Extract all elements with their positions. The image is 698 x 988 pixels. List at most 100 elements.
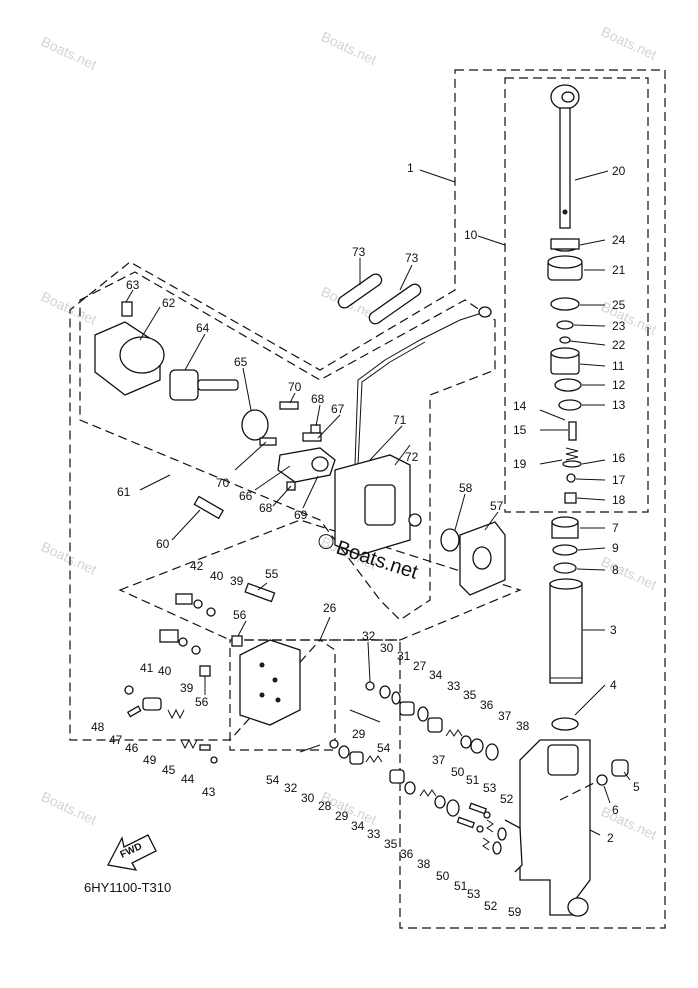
callout: 53 bbox=[483, 781, 497, 795]
callout: 32 bbox=[362, 629, 376, 643]
part-52 bbox=[492, 841, 502, 855]
part-68 bbox=[310, 424, 321, 434]
part-53 bbox=[482, 837, 490, 851]
part-24-body bbox=[550, 238, 580, 250]
callout: 21 bbox=[612, 263, 626, 277]
callout: 50 bbox=[451, 765, 465, 779]
part-46 bbox=[142, 697, 162, 711]
part-27 bbox=[399, 701, 415, 716]
callout: 37 bbox=[498, 709, 512, 723]
callout: 19 bbox=[513, 457, 527, 471]
part-11-top bbox=[550, 347, 580, 359]
part-16 bbox=[565, 447, 579, 461]
callout: 53 bbox=[467, 887, 481, 901]
part-13 bbox=[558, 399, 582, 411]
callout: 52 bbox=[500, 792, 514, 806]
callout: 59 bbox=[508, 905, 522, 919]
callout: 30 bbox=[301, 791, 315, 805]
part-40 bbox=[178, 637, 188, 647]
motor-flange bbox=[119, 336, 165, 374]
cylinder-tube bbox=[549, 582, 583, 684]
part-32 bbox=[365, 681, 375, 691]
callout: 33 bbox=[447, 679, 461, 693]
callout: 45 bbox=[162, 763, 176, 777]
part-22 bbox=[559, 336, 571, 344]
callout: 67 bbox=[331, 402, 345, 416]
valve-port bbox=[275, 697, 281, 703]
callout: 12 bbox=[612, 378, 626, 392]
callout: 28 bbox=[318, 799, 332, 813]
callout: 54 bbox=[266, 773, 280, 787]
callout: 38 bbox=[516, 719, 530, 733]
watermark: Boats.net bbox=[39, 788, 99, 828]
part-15 bbox=[568, 421, 577, 441]
part-47 bbox=[126, 705, 142, 718]
part-58 bbox=[440, 528, 460, 552]
callout: 1 bbox=[407, 161, 414, 175]
part-6 bbox=[596, 774, 608, 786]
rod-pin-hole bbox=[562, 209, 568, 215]
part-30 bbox=[379, 685, 391, 699]
part-33 bbox=[427, 717, 443, 733]
cylinder-hidden-line bbox=[559, 779, 601, 801]
callout: 34 bbox=[429, 668, 443, 682]
part-55 bbox=[244, 582, 276, 603]
part-60 bbox=[193, 495, 225, 520]
watermark: Boats.net bbox=[599, 23, 659, 63]
callout: 69 bbox=[294, 508, 308, 522]
callout: 73 bbox=[405, 251, 419, 265]
part-50 bbox=[456, 816, 476, 829]
part-43 bbox=[210, 756, 218, 764]
part-39 bbox=[191, 645, 201, 655]
callout: 56 bbox=[233, 608, 247, 622]
part-7-top bbox=[551, 516, 579, 528]
callout: 51 bbox=[454, 879, 468, 893]
callout: 58 bbox=[459, 481, 473, 495]
part-35 bbox=[445, 729, 463, 737]
valve-components-lower bbox=[329, 739, 523, 873]
motor-lead-wire-2 bbox=[357, 341, 426, 466]
callout: 35 bbox=[384, 837, 398, 851]
part-54 bbox=[349, 709, 381, 723]
callout: 30 bbox=[380, 641, 394, 655]
part-51 bbox=[476, 825, 484, 833]
callout: 68 bbox=[259, 501, 273, 515]
part-44 bbox=[199, 744, 211, 751]
callout: 40 bbox=[210, 569, 224, 583]
part-34 bbox=[404, 781, 416, 795]
callout: 14 bbox=[513, 399, 527, 413]
callout: 9 bbox=[612, 541, 619, 555]
assembly-outlines bbox=[69, 69, 666, 929]
callout: 8 bbox=[612, 563, 619, 577]
callout: 32 bbox=[284, 781, 298, 795]
callout: 62 bbox=[162, 296, 176, 310]
callout: 47 bbox=[109, 733, 123, 747]
callout: 22 bbox=[612, 338, 626, 352]
part-34 bbox=[417, 706, 429, 722]
callout: 36 bbox=[400, 847, 414, 861]
part-17 bbox=[566, 473, 576, 483]
diagram-code: 6HY1100-T310 bbox=[84, 880, 171, 895]
part-73 bbox=[368, 283, 422, 325]
callout: 51 bbox=[466, 773, 480, 787]
part-29 bbox=[365, 755, 383, 763]
callout: 72 bbox=[405, 450, 419, 464]
callout: 39 bbox=[230, 574, 244, 588]
callout: 56 bbox=[195, 695, 209, 709]
callout: 27 bbox=[413, 659, 427, 673]
part-56 bbox=[199, 665, 211, 677]
callout: 54 bbox=[377, 741, 391, 755]
callout: 18 bbox=[612, 493, 626, 507]
callout: 39 bbox=[180, 681, 194, 695]
part-65 bbox=[241, 409, 269, 441]
part-30 bbox=[338, 745, 350, 759]
part-56 bbox=[231, 635, 243, 647]
callout: 46 bbox=[125, 741, 139, 755]
valve-assembly bbox=[124, 582, 381, 764]
callout: 34 bbox=[351, 819, 365, 833]
cylinder-assembly bbox=[519, 516, 629, 917]
callout: 7 bbox=[612, 521, 619, 535]
cylinder-bore bbox=[547, 744, 579, 776]
tilt-rod bbox=[559, 107, 571, 229]
